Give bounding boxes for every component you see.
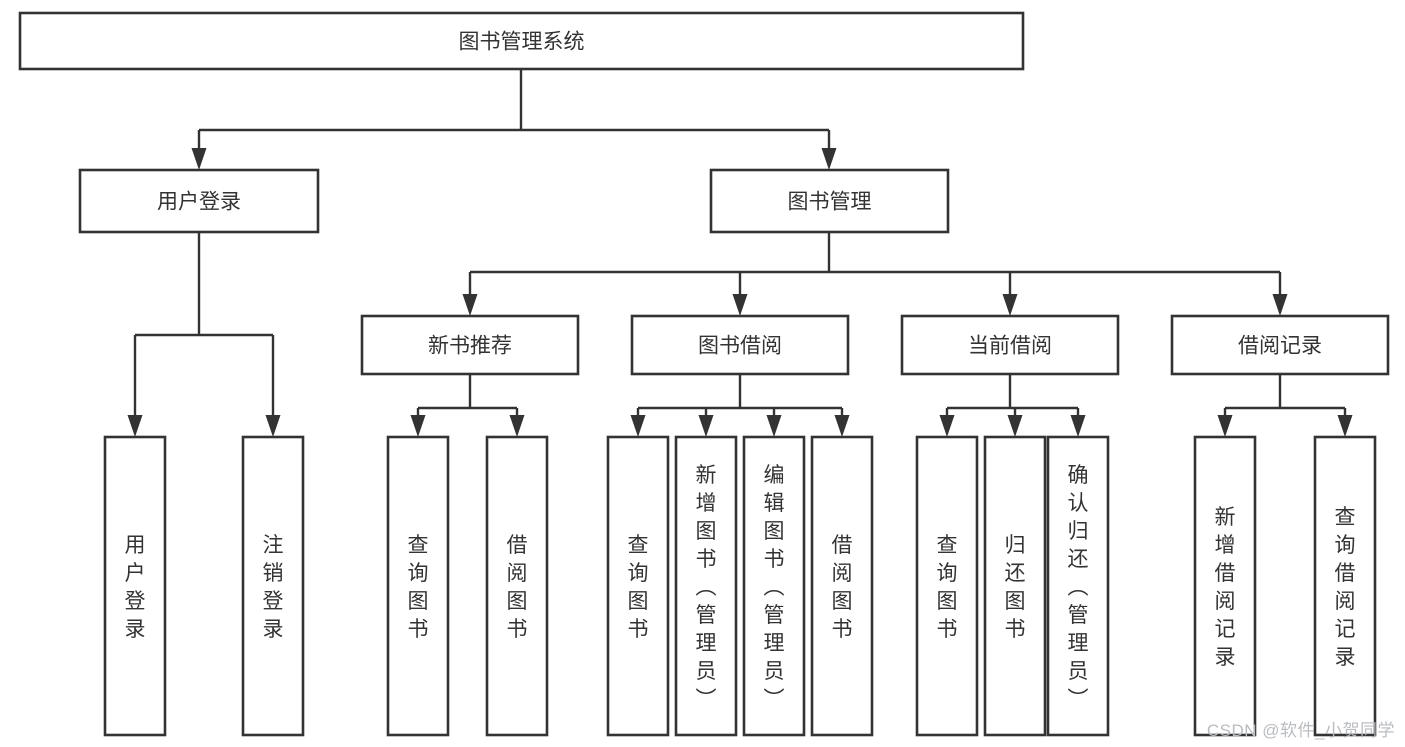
arrow-head-leaf-recommend-borrow xyxy=(509,415,525,437)
arrow-head-user-login xyxy=(191,148,207,170)
node-new-book-recommend[interactable]: 新书推荐 xyxy=(360,314,580,376)
connector-group-root-children xyxy=(191,69,837,170)
node-leaf-borrow-edit[interactable]: 编辑图书︵管理员︶ xyxy=(742,435,806,737)
node-label-leaf-record-add: 新增借阅记录 xyxy=(1215,506,1236,669)
connector-group-book-manage-children xyxy=(462,232,1288,316)
node-label-leaf-record-query: 查询借阅记录 xyxy=(1335,506,1356,669)
arrow-head-leaf-current-return xyxy=(1007,415,1023,437)
node-box-leaf-current-confirm[interactable] xyxy=(1046,435,1110,737)
node-box-leaf-record-query[interactable] xyxy=(1313,435,1377,737)
node-leaf-recommend-query[interactable]: 查询图书 xyxy=(386,435,450,737)
node-box-leaf-user-logout[interactable] xyxy=(241,435,305,737)
connector-group-borrow-children xyxy=(630,374,850,437)
arrow-head-leaf-recommend-query xyxy=(410,415,426,437)
node-box-book-borrow[interactable] xyxy=(630,314,850,376)
node-label-user-login: 用户登录 xyxy=(157,191,241,214)
node-box-root[interactable] xyxy=(18,11,1025,71)
node-label-book-borrow: 图书借阅 xyxy=(698,335,782,358)
connector-group-record-children xyxy=(1217,374,1353,437)
arrow-head-leaf-borrow-lend xyxy=(834,415,850,437)
node-borrow-record[interactable]: 借阅记录 xyxy=(1170,314,1390,376)
node-label-borrow-record: 借阅记录 xyxy=(1238,335,1322,358)
node-box-book-manage[interactable] xyxy=(709,168,950,234)
node-leaf-borrow-add[interactable]: 新增图书︵管理员︶ xyxy=(674,435,738,737)
node-label-new-book-recommend: 新书推荐 xyxy=(428,335,512,358)
watermark-label: CSDN @软件_小贺同学 xyxy=(1206,721,1395,740)
arrow-head-current-borrow xyxy=(1002,294,1018,316)
node-book-manage[interactable]: 图书管理 xyxy=(709,168,950,234)
node-box-leaf-recommend-borrow[interactable] xyxy=(485,435,549,737)
arrow-head-leaf-borrow-add xyxy=(698,415,714,437)
node-leaf-user-login[interactable]: 用户登录 xyxy=(103,435,167,737)
arrow-head-leaf-user-logout xyxy=(265,415,281,437)
node-label-leaf-user-logout: 注销登录 xyxy=(263,534,284,641)
node-label-leaf-current-return: 归还图书 xyxy=(1005,534,1026,641)
node-box-leaf-record-add[interactable] xyxy=(1193,435,1257,737)
arrow-head-borrow-record xyxy=(1272,294,1288,316)
node-label-root: 图书管理系统 xyxy=(459,31,585,54)
arrow-head-leaf-borrow-edit xyxy=(766,415,782,437)
node-box-leaf-borrow-edit[interactable] xyxy=(742,435,806,737)
node-label-leaf-current-query: 查询图书 xyxy=(937,534,958,641)
node-label-leaf-borrow-edit: 编辑图书︵管理员︶ xyxy=(764,464,785,711)
node-box-leaf-borrow-add[interactable] xyxy=(674,435,738,737)
node-leaf-user-logout[interactable]: 注销登录 xyxy=(241,435,305,737)
node-box-leaf-user-login[interactable] xyxy=(103,435,167,737)
node-box-current-borrow[interactable] xyxy=(900,314,1120,376)
arrow-head-new-book-recommend xyxy=(462,294,478,316)
node-label-leaf-borrow-add: 新增图书︵管理员︶ xyxy=(696,464,717,711)
node-label-leaf-current-confirm: 确认归还︵管理员︶ xyxy=(1068,464,1089,711)
node-label-leaf-recommend-query: 查询图书 xyxy=(408,534,429,641)
arrow-head-leaf-user-login xyxy=(127,415,143,437)
node-box-leaf-current-query[interactable] xyxy=(915,435,979,737)
arrow-head-leaf-record-query xyxy=(1337,415,1353,437)
node-box-leaf-current-return[interactable] xyxy=(983,435,1047,737)
node-box-user-login[interactable] xyxy=(78,168,320,234)
arrow-head-book-manage xyxy=(821,148,837,170)
node-leaf-borrow-lend[interactable]: 借阅图书 xyxy=(810,435,874,737)
node-current-borrow[interactable]: 当前借阅 xyxy=(900,314,1120,376)
node-leaf-recommend-borrow[interactable]: 借阅图书 xyxy=(485,435,549,737)
node-leaf-current-confirm[interactable]: 确认归还︵管理员︶ xyxy=(1046,435,1110,737)
node-label-leaf-recommend-borrow: 借阅图书 xyxy=(507,534,528,641)
arrow-head-leaf-current-query xyxy=(939,415,955,437)
node-label-current-borrow: 当前借阅 xyxy=(968,335,1052,358)
arrow-head-book-borrow xyxy=(732,294,748,316)
node-label-leaf-user-login: 用户登录 xyxy=(125,534,146,641)
node-label-leaf-borrow-lend: 借阅图书 xyxy=(832,534,853,641)
node-box-leaf-borrow-query[interactable] xyxy=(606,435,670,737)
node-leaf-record-query[interactable]: 查询借阅记录 xyxy=(1313,435,1377,737)
node-layer: 图书管理系统用户登录图书管理新书推荐图书借阅当前借阅借阅记录用户登录注销登录查询… xyxy=(18,11,1390,737)
node-label-book-manage: 图书管理 xyxy=(788,191,872,214)
arrow-head-leaf-current-confirm xyxy=(1070,415,1086,437)
node-leaf-current-query[interactable]: 查询图书 xyxy=(915,435,979,737)
node-book-borrow[interactable]: 图书借阅 xyxy=(630,314,850,376)
connector-group-user-login-children xyxy=(127,232,281,437)
node-user-login[interactable]: 用户登录 xyxy=(78,168,320,234)
connector-layer xyxy=(127,69,1353,437)
node-leaf-record-add[interactable]: 新增借阅记录 xyxy=(1193,435,1257,737)
connector-group-current-children xyxy=(939,374,1086,437)
node-leaf-current-return[interactable]: 归还图书 xyxy=(983,435,1047,737)
node-label-leaf-borrow-query: 查询图书 xyxy=(628,534,649,641)
node-box-leaf-recommend-query[interactable] xyxy=(386,435,450,737)
node-leaf-borrow-query[interactable]: 查询图书 xyxy=(606,435,670,737)
arrow-head-leaf-record-add xyxy=(1217,415,1233,437)
arrow-head-leaf-borrow-query xyxy=(630,415,646,437)
connector-group-recommend-children xyxy=(410,374,525,437)
node-root[interactable]: 图书管理系统 xyxy=(18,11,1025,71)
node-box-borrow-record[interactable] xyxy=(1170,314,1390,376)
node-box-new-book-recommend[interactable] xyxy=(360,314,580,376)
node-box-leaf-borrow-lend[interactable] xyxy=(810,435,874,737)
